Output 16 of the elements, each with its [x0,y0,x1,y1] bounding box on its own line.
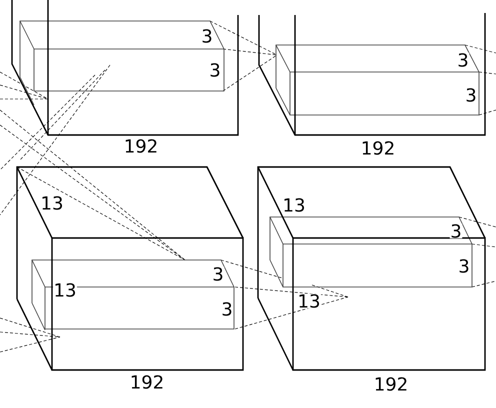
dimension-label: 3 [458,258,470,274]
dimension-label: 192 [360,140,396,156]
dimension-label: 192 [129,374,165,390]
dimension-label: 3 [208,62,222,78]
dimension-label: 3 [212,266,224,282]
dimension-label: 192 [123,138,159,154]
dimension-label: 13 [297,294,321,308]
dimension-label: 13 [282,198,306,212]
dimension-label: 192 [373,376,409,392]
dimension-label: 3 [220,302,234,316]
dimension-label: 13 [53,282,77,298]
dimension-label: 3 [200,28,214,44]
dimension-label: 3 [450,224,462,238]
dimension-label: 3 [456,52,470,68]
dimension-label: 13 [40,196,64,210]
dimension-label: 3 [464,88,478,102]
